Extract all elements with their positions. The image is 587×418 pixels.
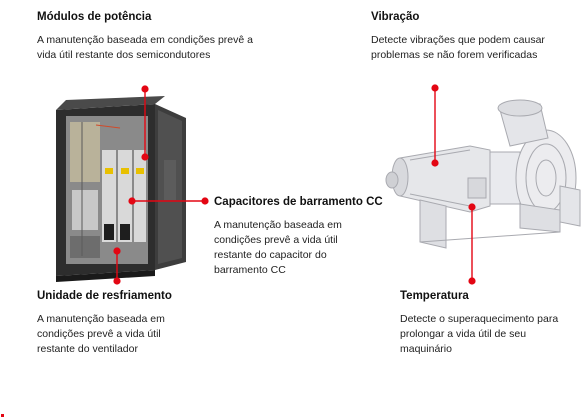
dc-capacitors-marker <box>201 197 209 205</box>
temperature-description: Detecte o superaquecimento para prolonga… <box>400 313 559 355</box>
temperature-title: Temperatura <box>400 290 469 302</box>
dc-capacitors-callout: Capacitores de barramento CC A manutençã… <box>214 195 394 278</box>
power-modules-marker <box>141 85 149 93</box>
cooling-unit-marker <box>113 277 121 285</box>
power-modules-description: A manutenção baseada em condições prevê … <box>37 34 253 61</box>
cooling-unit-callout: Unidade de resfriamento A manutenção bas… <box>37 289 227 357</box>
power-modules-callout: Módulos de potência A manutenção baseada… <box>37 10 297 63</box>
cooling-unit-title: Unidade de resfriamento <box>37 290 172 302</box>
temperature-marker <box>468 277 476 285</box>
cooling-unit-description: A manutenção baseada em condições prevê … <box>37 313 165 355</box>
vibration-callout: Vibração Detecte vibrações que podem cau… <box>371 10 581 63</box>
temperature-callout: Temperatura Detecte o superaquecimento p… <box>400 289 585 357</box>
dc-capacitors-description: A manutenção baseada em condições prevê … <box>214 219 342 276</box>
vibration-description: Detecte vibrações que podem causar probl… <box>371 34 545 61</box>
vibration-title: Vibração <box>371 11 420 23</box>
pump-motor-image <box>385 99 581 249</box>
corner-accent-mark <box>1 414 4 417</box>
dc-capacitors-title: Capacitores de barramento CC <box>214 196 383 208</box>
drive-cabinet-image <box>56 96 186 282</box>
vibration-marker <box>431 84 439 92</box>
power-modules-title: Módulos de potência <box>37 11 152 23</box>
